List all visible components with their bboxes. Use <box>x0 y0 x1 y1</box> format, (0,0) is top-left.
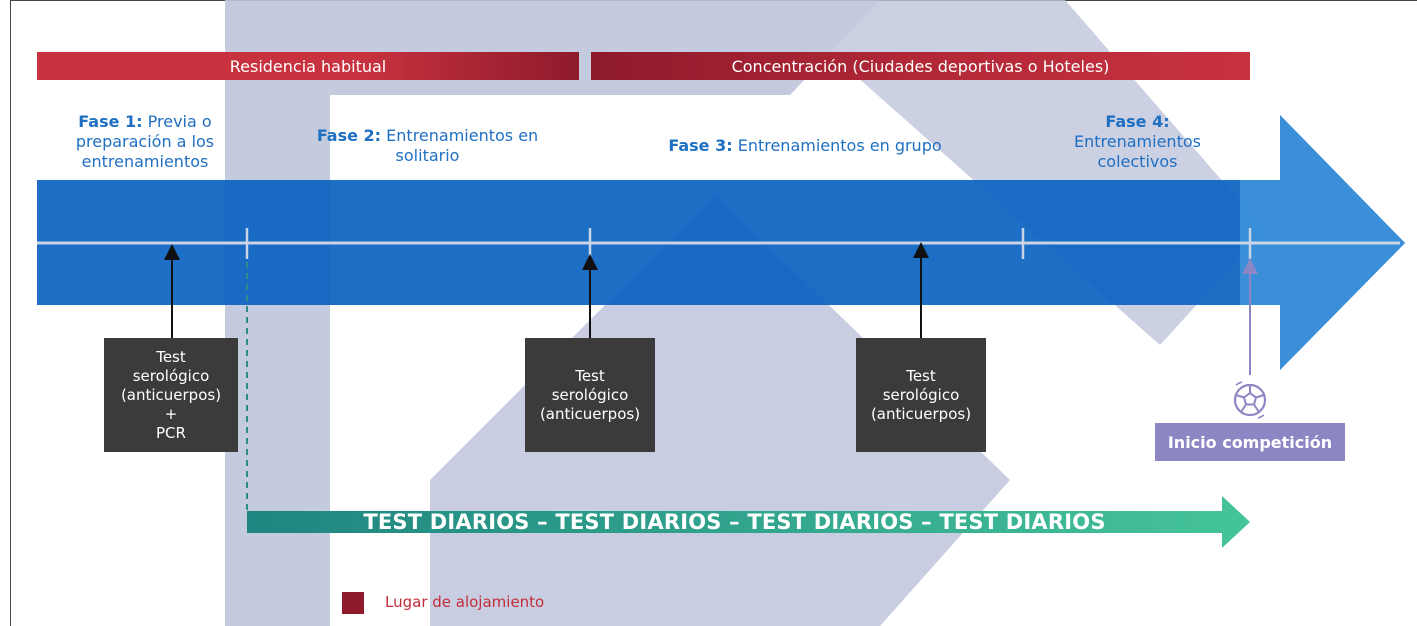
test-box-2-text: Test serológico (anticuerpos) <box>539 366 641 423</box>
phase-4-title: Fase 4: <box>1105 112 1170 131</box>
phase-2-label: Fase 2: Entrenamientos en solitario <box>285 126 570 166</box>
band-residencia: Residencia habitual <box>37 52 579 80</box>
phase-3-title: Fase 3: <box>668 136 733 155</box>
phase-3-label: Fase 3: Entrenamientos en grupo <box>620 136 990 156</box>
phase-2-title: Fase 2: <box>316 126 382 145</box>
phase-2-text: Entrenamientos en solitario <box>381 126 539 165</box>
phase-1-text: Previa o preparación a los entrenamiento… <box>75 112 215 171</box>
phase-1-title: Fase 1: <box>78 112 143 131</box>
legend-swatch <box>342 592 364 614</box>
test-box-1: Test serológico (anticuerpos) + PCR <box>104 338 238 452</box>
legend-label: Lugar de alojamiento <box>385 593 545 611</box>
inicio-competicion-label: Inicio competición <box>1155 423 1345 461</box>
football-icon <box>1233 381 1267 419</box>
phase-1-label: Fase 1: Previa o preparación a los entre… <box>40 112 250 172</box>
phase-4-text: Entrenamientos colectivos <box>1074 132 1201 171</box>
test-box-3: Test serológico (anticuerpos) <box>856 338 986 452</box>
phase-4-label: Fase 4:Entrenamientos colectivos <box>1040 112 1235 172</box>
test-box-3-text: Test serológico (anticuerpos) <box>870 366 972 423</box>
phase-3-text: Entrenamientos en grupo <box>732 136 942 155</box>
test-box-2: Test serológico (anticuerpos) <box>525 338 655 452</box>
test-box-1-text: Test serológico (anticuerpos) + PCR <box>120 347 222 442</box>
band-concentracion: Concentración (Ciudades deportivas o Hot… <box>591 52 1250 80</box>
test-diarios-label: TEST DIARIOS – TEST DIARIOS – TEST DIARI… <box>363 510 1106 534</box>
